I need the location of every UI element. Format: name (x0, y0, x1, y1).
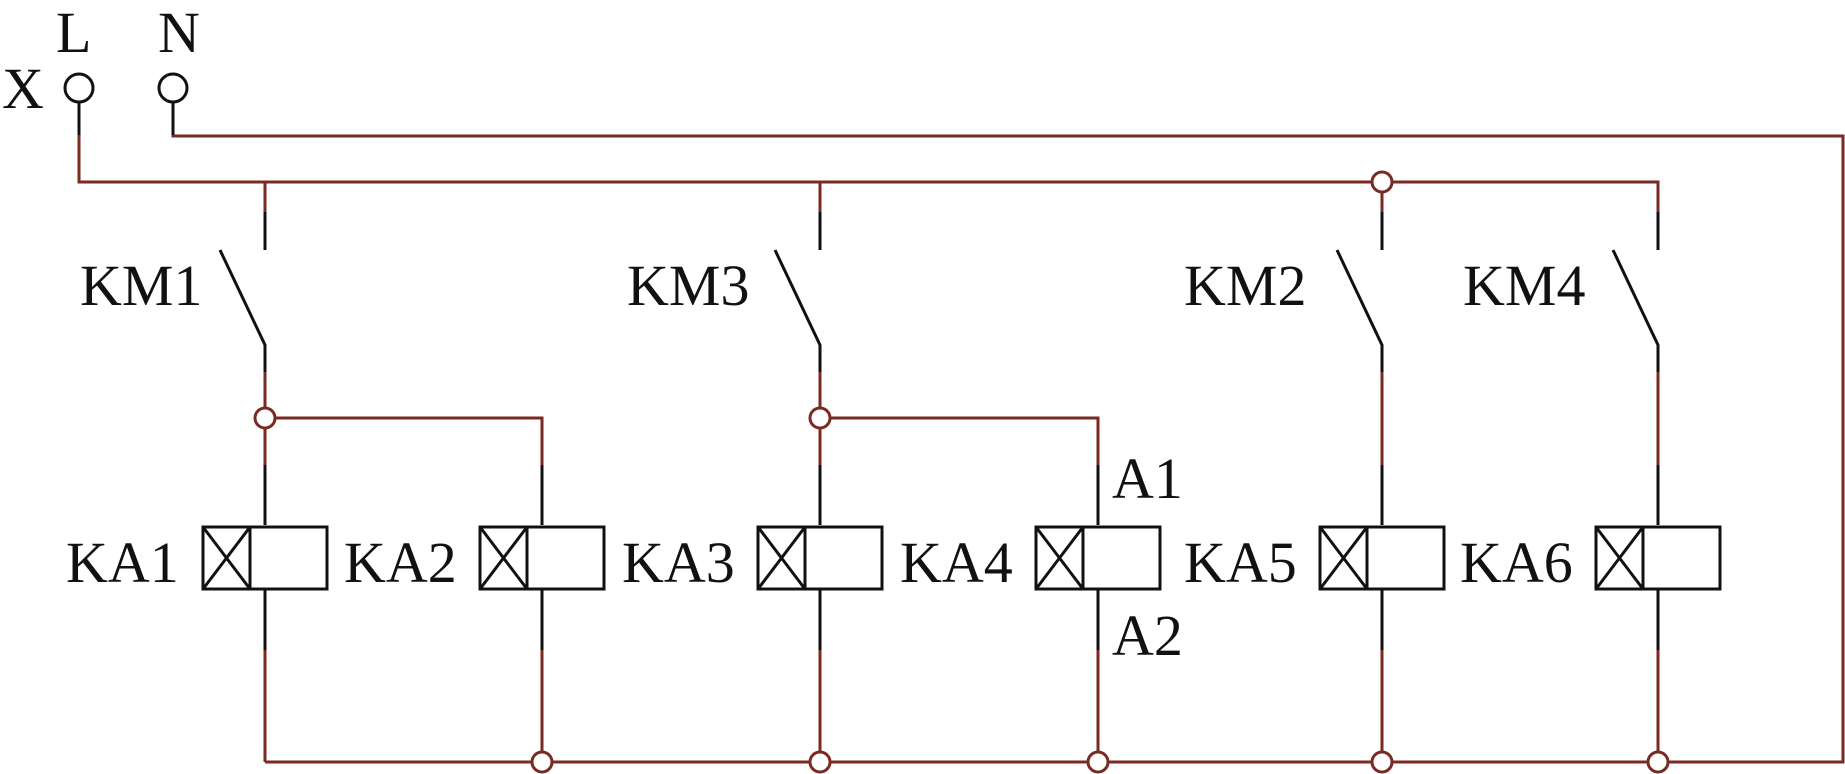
coil-ka4: KA4 (900, 525, 1162, 595)
coil-ka6: KA6 (1460, 525, 1722, 595)
line-bus (77, 102, 1660, 212)
neutral-return-wire (171, 102, 1845, 764)
coil-cross-mark (756, 526, 807, 590)
junction-node (253, 406, 277, 430)
contact-km1: KM1 (80, 212, 267, 372)
coil-label-ka1: KA1 (66, 530, 179, 595)
coil-body (1318, 525, 1446, 591)
coil-label-ka5: KA5 (1184, 530, 1297, 595)
coil-pin-label-a1: A1 (1112, 446, 1183, 511)
ka4-feed-wire (820, 416, 1100, 465)
junction-node (808, 750, 832, 774)
coil-cross-mark (478, 526, 529, 590)
coil-body (1034, 525, 1162, 591)
coil-pin-label-a2: A2 (1112, 603, 1183, 668)
junction-node (1370, 170, 1394, 194)
coil-ka1: KA1 (66, 525, 329, 595)
coil-cross-mark (1594, 526, 1645, 590)
coil-cross-mark (1318, 526, 1369, 590)
coil-body (478, 525, 606, 591)
neutral-terminal (157, 72, 189, 104)
contact-blade (773, 249, 822, 372)
branch-wiring (263, 372, 1660, 465)
contact-blade (218, 249, 267, 372)
junction-node (1646, 750, 1670, 774)
coil-body (1594, 525, 1722, 591)
junction-nodes (253, 170, 1670, 774)
coil-label-ka3: KA3 (622, 530, 735, 595)
line-terminal-label: L (56, 0, 91, 65)
coil-label-ka2: KA2 (344, 530, 457, 595)
coil-ka3: KA3 (622, 525, 884, 595)
contact-km4: KM4 (1463, 212, 1660, 372)
junction-node (530, 750, 554, 774)
contact-km3: KM3 (627, 212, 822, 372)
contact-label-km2: KM2 (1184, 253, 1306, 318)
coil-label-ka4: KA4 (900, 530, 1013, 595)
coil-leads (263, 465, 1660, 650)
coil-body (201, 525, 329, 591)
neutral-terminal-label: N (158, 0, 200, 65)
contact-label-km3: KM3 (627, 253, 749, 318)
contact-label-km4: KM4 (1463, 253, 1585, 318)
terminal-block-label: X (2, 56, 44, 121)
coil-cross-mark (1034, 526, 1085, 590)
contact-blade (1335, 249, 1384, 372)
coil-label-ka6: KA6 (1460, 530, 1573, 595)
coil-ka5: KA5 (1184, 525, 1446, 595)
junction-node (1086, 750, 1110, 774)
contact-label-km1: KM1 (80, 253, 202, 318)
ka2-feed-wire (265, 416, 544, 465)
supply-wiring (77, 102, 1845, 764)
return-wiring (263, 650, 1660, 762)
coil-body (756, 525, 884, 591)
line-terminal (63, 72, 95, 104)
coil-cross-mark (201, 526, 252, 590)
contact-km2: KM2 (1184, 212, 1384, 372)
contact-blade (1611, 249, 1660, 372)
coil-ka2: KA2 (344, 525, 606, 595)
junction-node (1370, 750, 1394, 774)
junction-node (808, 406, 832, 430)
